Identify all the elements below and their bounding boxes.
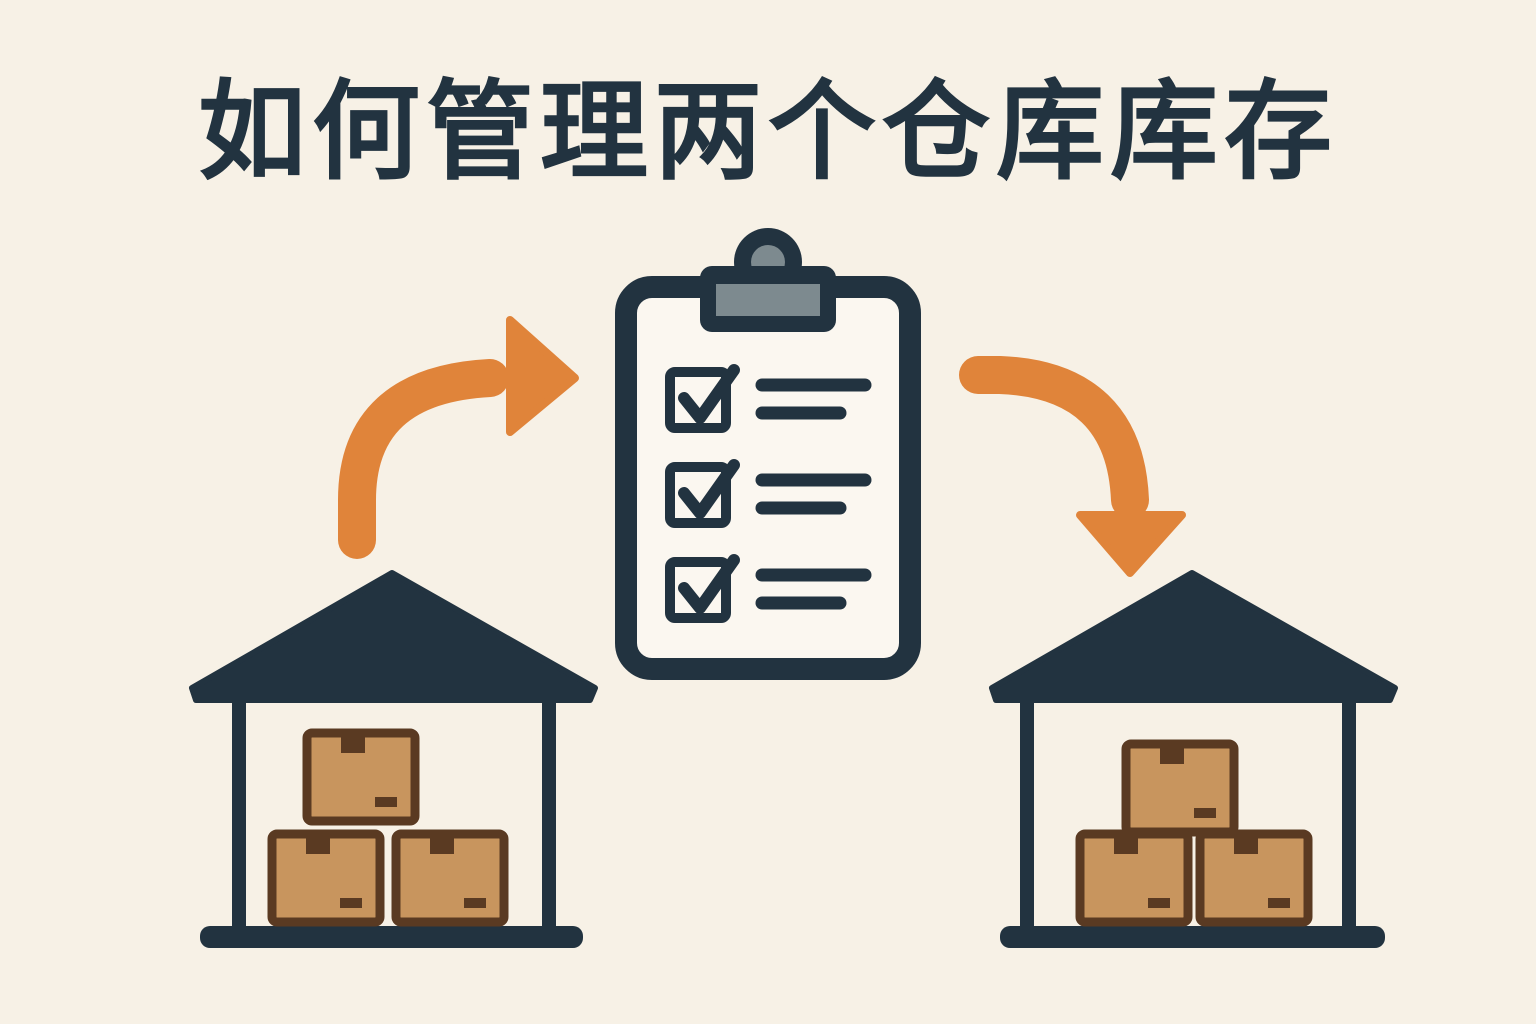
box-icon (307, 733, 415, 821)
checkbox-2-icon (665, 459, 740, 528)
checkbox-3-icon (665, 554, 740, 623)
box-icon (1200, 834, 1308, 922)
page-title: 如何管理两个仓库库存 (197, 70, 1338, 195)
box-icon (1080, 834, 1188, 922)
arrow-down-right-icon (959, 356, 1186, 577)
clipboard-checklist-icon (615, 228, 921, 680)
warehouse-right-icon (989, 570, 1398, 948)
box-icon (1126, 744, 1234, 832)
warehouse-left-icon (189, 570, 598, 948)
arrow-up-right-icon (338, 316, 579, 559)
box-icon (396, 834, 504, 922)
checkbox-1-icon (665, 364, 740, 433)
box-icon (272, 834, 380, 922)
